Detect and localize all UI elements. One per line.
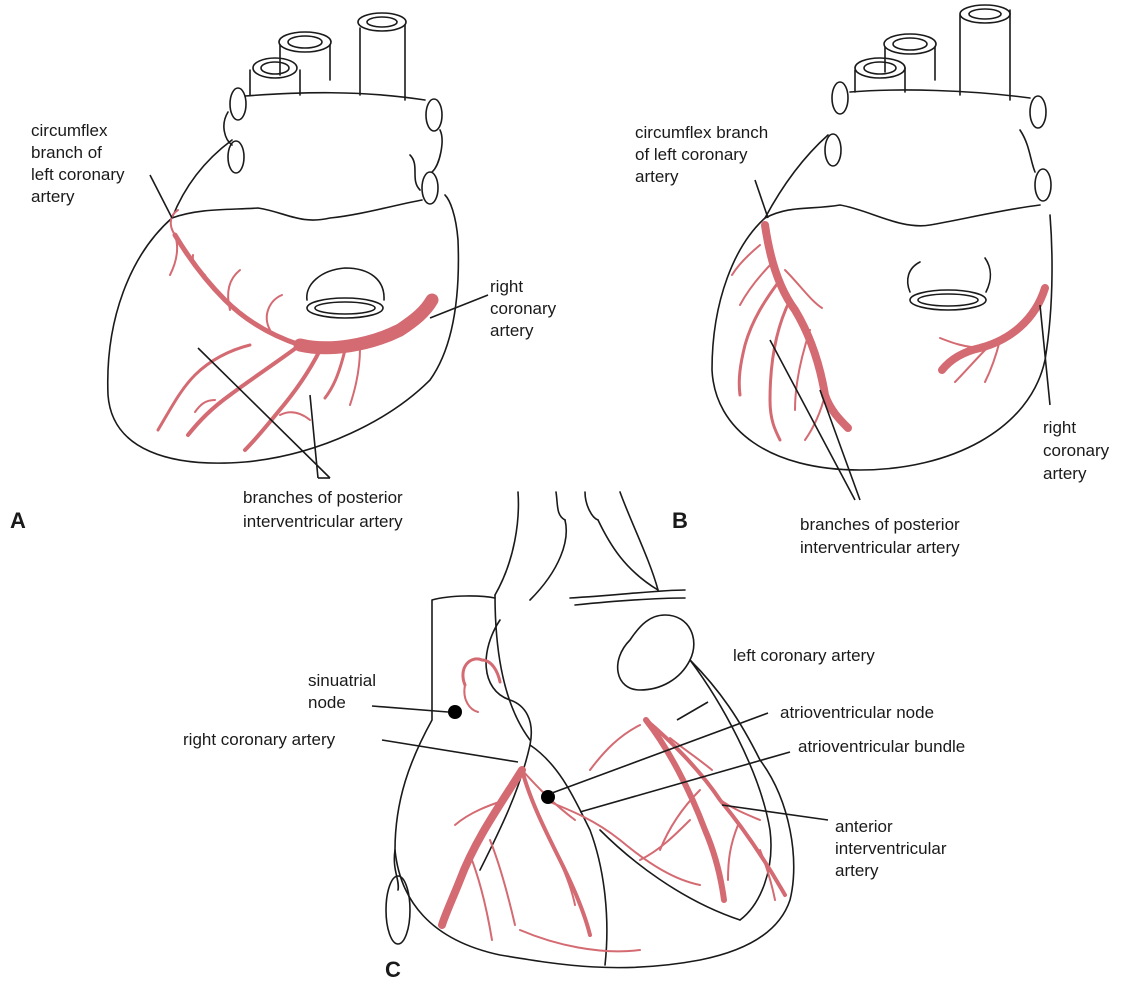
panel-c-illustration <box>372 492 828 968</box>
sinuatrial-node-marker <box>448 705 462 719</box>
panel-b-label-circumflex: circumflex branch of left coronary arter… <box>635 123 773 186</box>
panel-c-label-av-bundle: atrioventricular bundle <box>798 737 965 756</box>
panel-a-label-circumflex: circumflex branch of left coronary arter… <box>31 121 129 206</box>
panel-a-label-posterior-branches: branches of posterior interventricular a… <box>243 488 407 531</box>
panel-c-label-anterior-interventricular: anterior interventricular artery <box>835 817 951 880</box>
panel-b-letter: B <box>672 508 688 533</box>
panel-c-label-left-coronary: left coronary artery <box>733 646 875 665</box>
panel-a-illustration <box>108 13 488 478</box>
panel-a-letter: A <box>10 508 26 533</box>
panel-c-label-right-coronary: right coronary artery <box>183 730 336 749</box>
panel-a-label-right-coronary: right coronary artery <box>490 277 561 340</box>
panel-c-letter: C <box>385 957 401 982</box>
panel-b-illustration <box>712 5 1052 500</box>
panel-c-label-av-node: atrioventricular node <box>780 703 934 722</box>
panel-b-label-posterior-branches: branches of posterior interventricular a… <box>800 515 964 557</box>
panel-b-label-right-coronary: right coronary artery <box>1043 418 1114 483</box>
panel-c-label-sinuatrial-node: sinuatrial node <box>308 671 381 712</box>
